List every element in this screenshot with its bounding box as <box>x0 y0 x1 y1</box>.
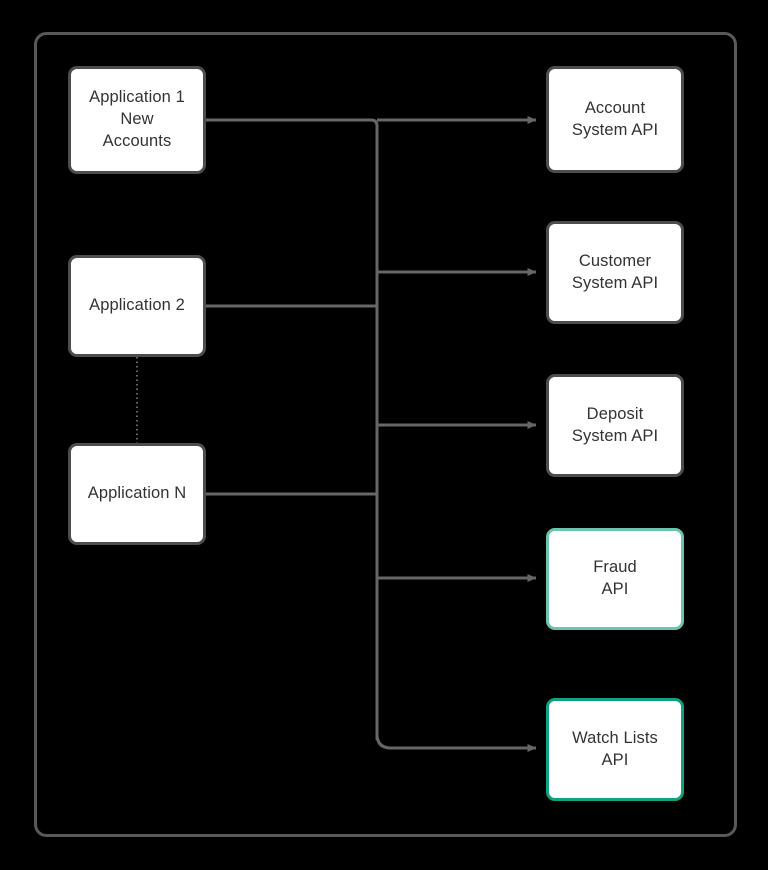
node-application-2[interactable]: Application 2 <box>68 255 206 357</box>
node-watch-lists-api-label: Watch Lists API <box>572 728 658 769</box>
node-fraud-api[interactable]: Fraud API <box>546 528 684 630</box>
node-fraud-api-label: Fraud API <box>593 558 637 598</box>
node-application-2-label: Application 2 <box>89 296 185 315</box>
node-customer-system-api-label: Customer System API <box>571 251 659 292</box>
node-deposit-system-api[interactable]: Deposit System API <box>546 374 684 477</box>
node-customer-system-api[interactable]: Customer System API <box>546 221 684 324</box>
connector-trunk-to-watch-lists-api <box>375 733 537 752</box>
outer-boundary <box>34 32 737 837</box>
node-application-n[interactable]: Application N <box>68 443 206 545</box>
node-account-system-api[interactable]: Account System API <box>546 66 684 173</box>
node-watch-lists-api[interactable]: Watch Lists API <box>546 698 684 801</box>
connector-app1-to-trunk <box>204 118 379 128</box>
node-application-1-label: Application 1 New Accounts <box>89 88 185 150</box>
node-application-1[interactable]: Application 1 New Accounts <box>68 66 206 174</box>
node-account-system-api-label: Account System API <box>571 98 659 139</box>
node-application-n-label: Application N <box>87 484 187 503</box>
node-deposit-system-api-label: Deposit System API <box>571 404 659 445</box>
